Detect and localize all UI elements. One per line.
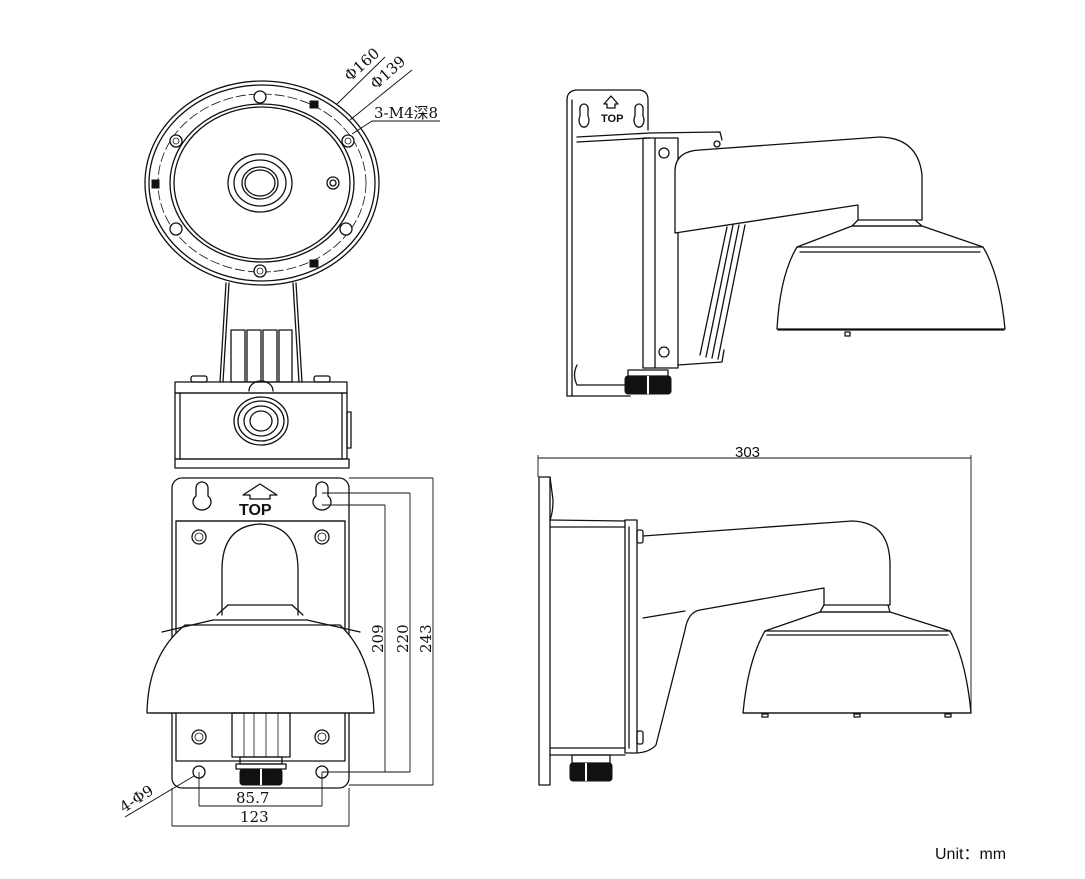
screw-holes-label: 3-M4深8: [374, 104, 438, 122]
dimension-220: 220: [394, 624, 412, 653]
screw-boss: [169, 90, 355, 278]
dimension-123: 123: [240, 808, 269, 826]
side-view-dimensions: [537, 455, 972, 713]
mount-holes-label: 4-Φ9: [116, 781, 156, 816]
dimension-243: 243: [417, 624, 435, 653]
front-plate-top-text: TOP: [239, 502, 272, 519]
unit-label: Unit：mm: [935, 846, 1007, 863]
dimension-209: 209: [369, 624, 387, 653]
front-view: TOP: [146, 477, 375, 789]
isometric-view: TOP: [566, 89, 1006, 397]
iso-plate-top-text: TOP: [601, 113, 623, 125]
top-view-leaders: [336, 56, 440, 135]
screw: [191, 529, 330, 745]
dimension-303: 303: [735, 444, 760, 461]
junction-box: [174, 282, 352, 469]
side-view: [538, 476, 972, 786]
front-view-dimensions: [124, 477, 434, 827]
top-view-base: [144, 80, 380, 286]
dimension-85-7: 85.7: [236, 789, 269, 807]
